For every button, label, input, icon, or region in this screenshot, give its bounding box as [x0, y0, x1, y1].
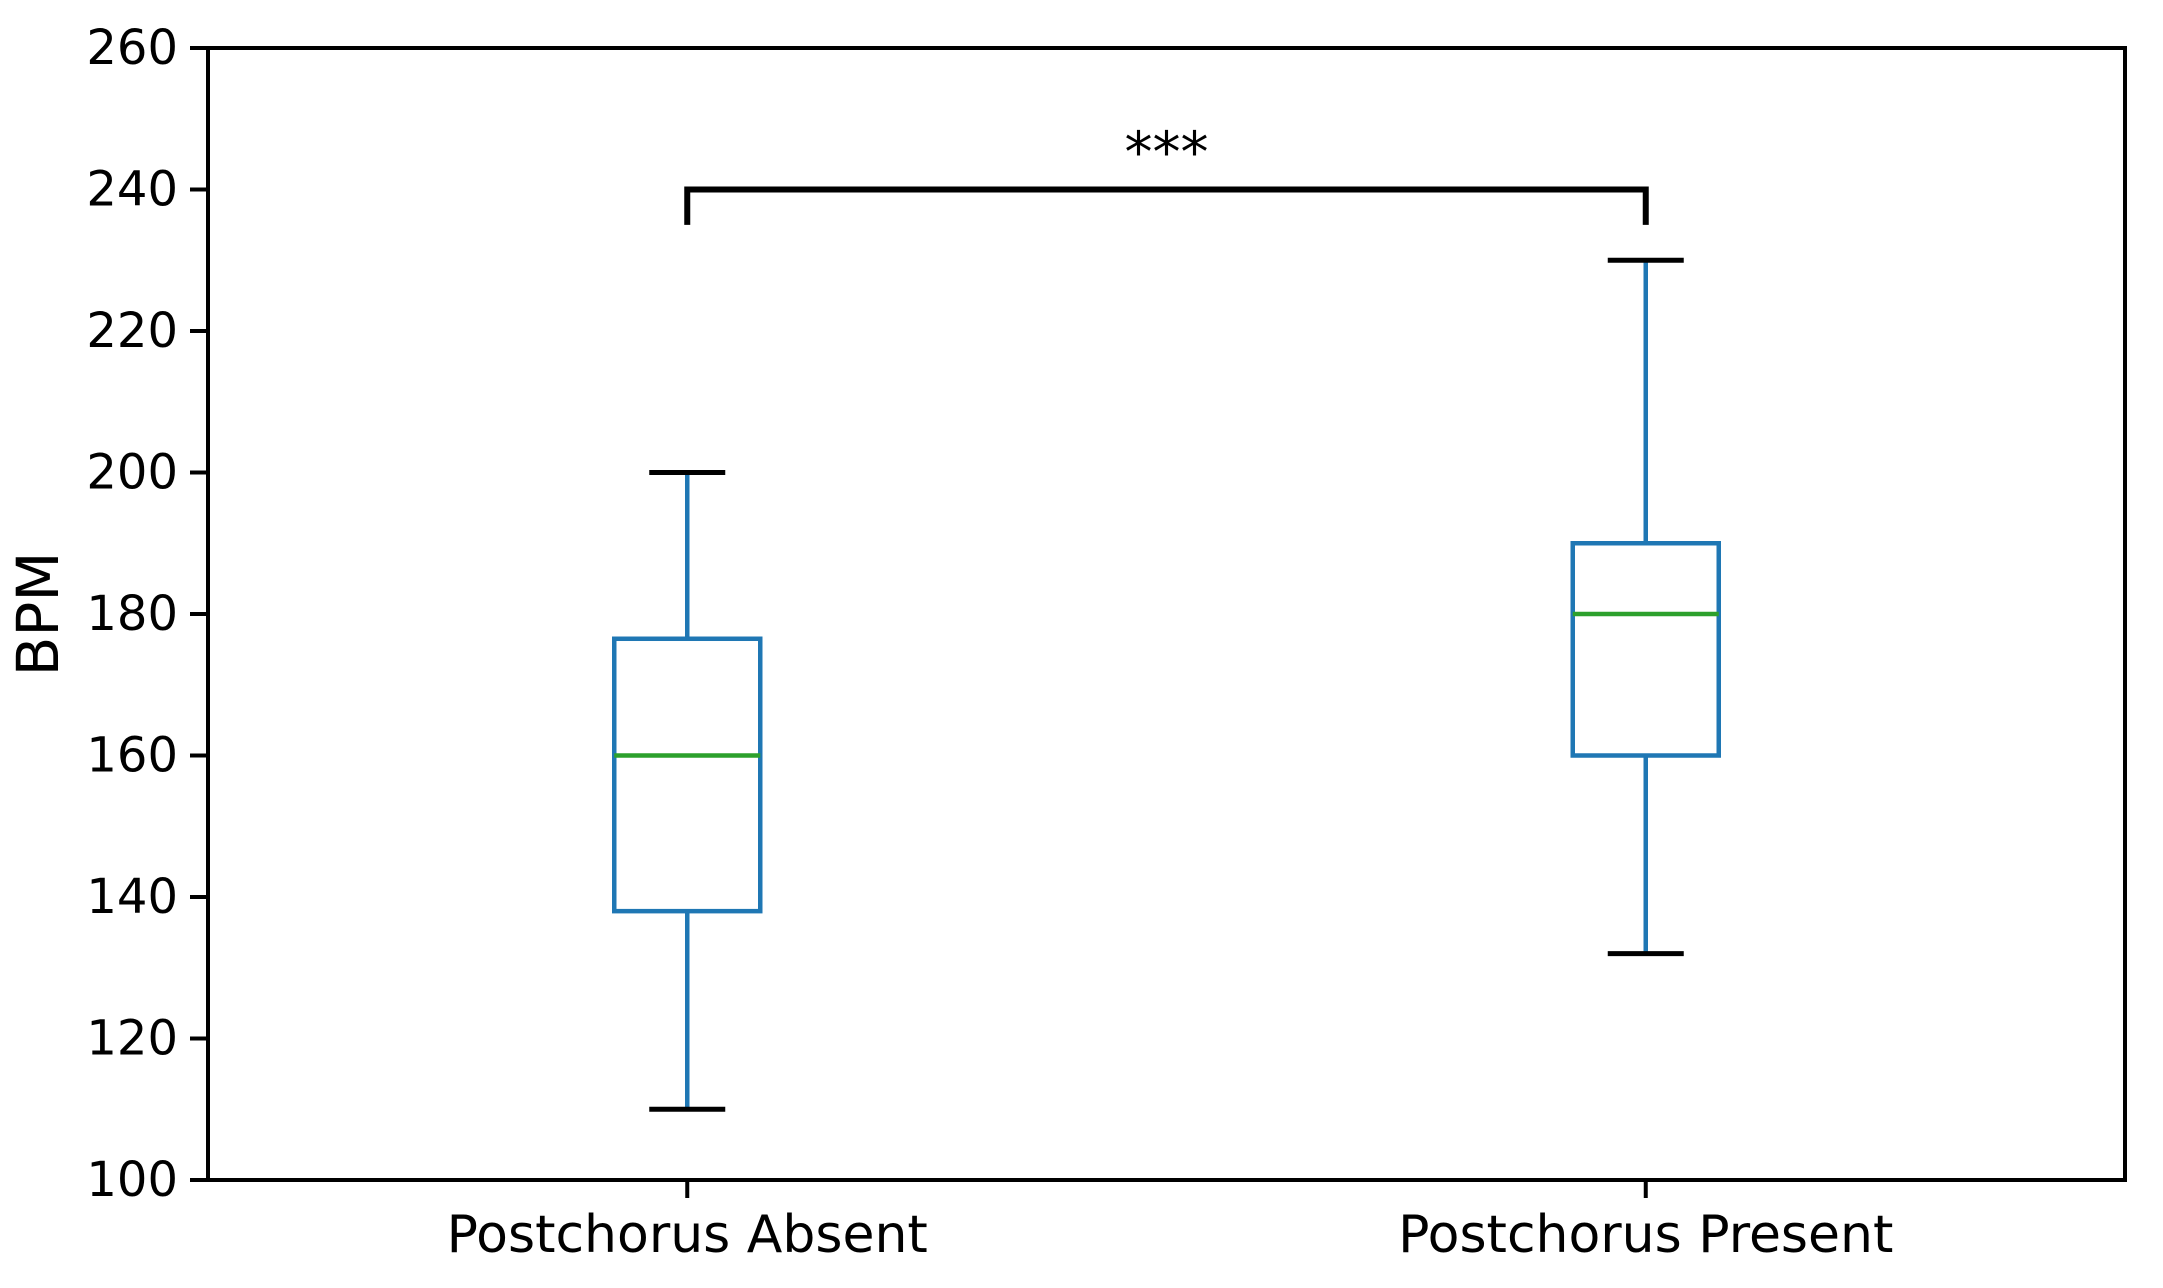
y-axis-tick-label: 260	[86, 20, 178, 76]
x-axis-category-label-absent: Postchorus Absent	[447, 1205, 928, 1265]
y-axis-tick-label: 240	[86, 162, 178, 218]
y-axis-title: BPM	[4, 552, 72, 677]
y-axis-tick-label: 220	[86, 303, 178, 359]
significance-bracket	[684, 186, 1649, 225]
y-axis-tick-label: 120	[86, 1011, 178, 1067]
y-axis-tick-label: 180	[86, 586, 178, 642]
y-axis-tick-label: 100	[86, 1152, 178, 1208]
iqr-box-absent	[612, 636, 763, 914]
y-axis-tick-label: 160	[86, 728, 178, 784]
y-axis-tick-label: 140	[86, 869, 178, 925]
significance-stars: ***	[1125, 121, 1209, 186]
x-axis-category-label-present: Postchorus Present	[1398, 1205, 1893, 1265]
y-axis-tick-label: 200	[86, 445, 178, 501]
iqr-box-present	[1570, 541, 1721, 758]
